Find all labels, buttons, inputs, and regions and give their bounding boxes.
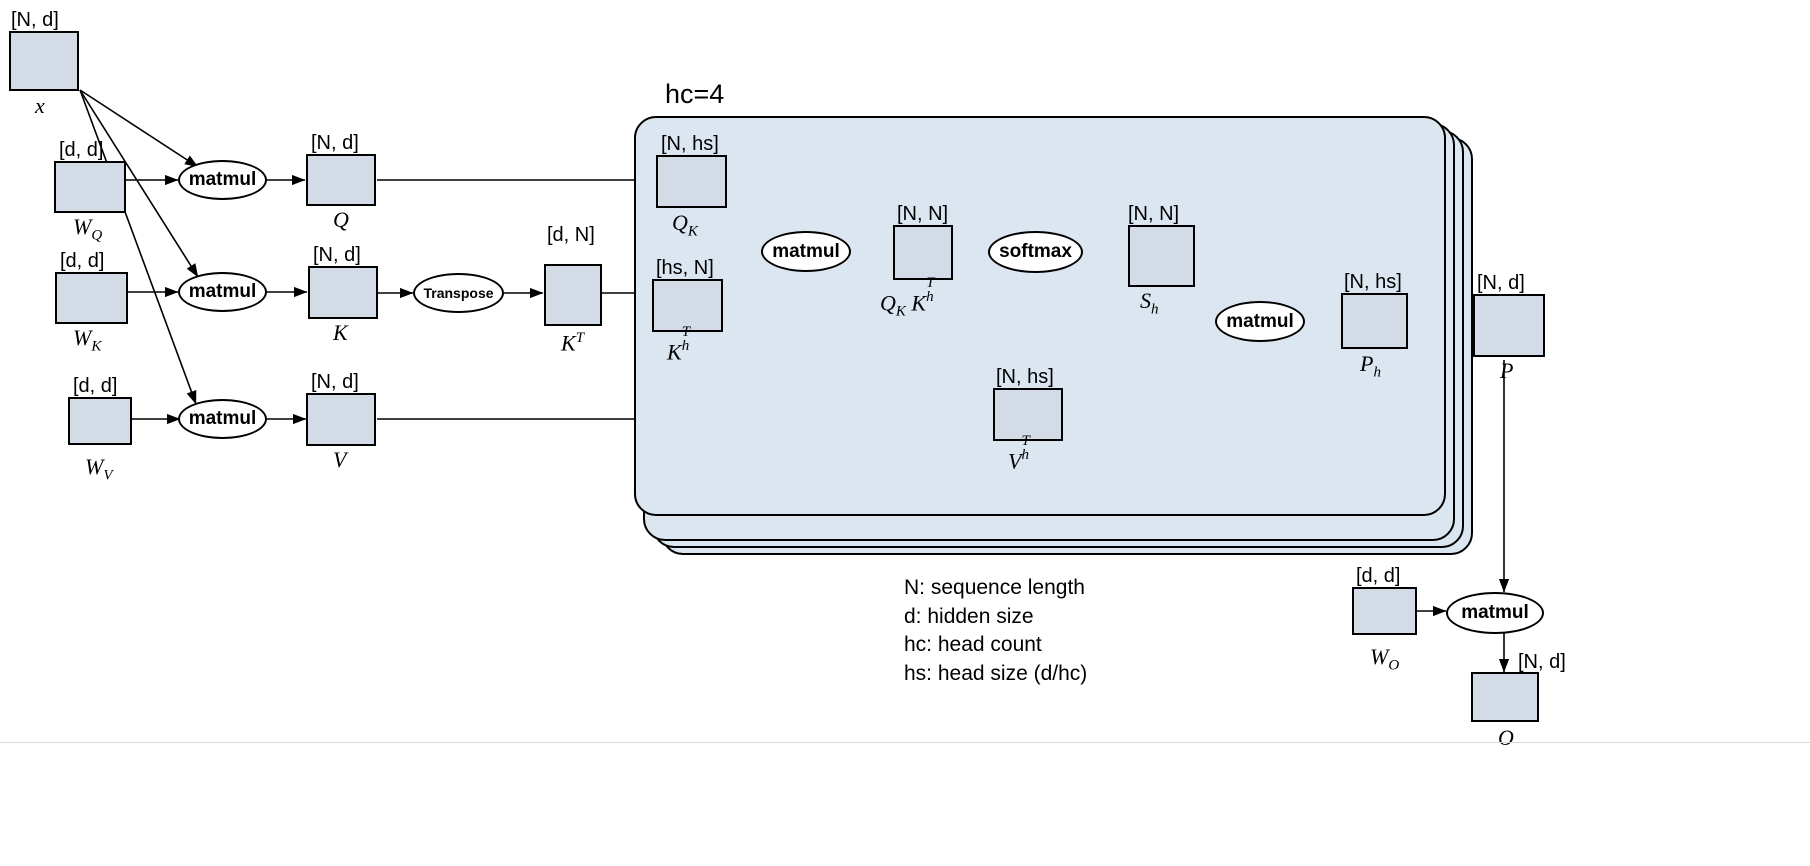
- tensor-qkkht: [893, 225, 953, 280]
- op-matmul-sv[interactable]: matmul: [1215, 301, 1305, 342]
- vht-shape-label: [N, hs]: [996, 366, 1054, 388]
- wv-shape-label: [d, d]: [73, 375, 118, 397]
- wo-name-label: WO: [1370, 644, 1400, 674]
- sh-shape-label: [N, N]: [1128, 203, 1180, 225]
- p-name-label: P: [1500, 358, 1514, 383]
- op-matmul-v[interactable]: matmul: [178, 399, 267, 439]
- op-matmul-q[interactable]: matmul: [178, 160, 267, 200]
- q-name-label: Q: [333, 207, 349, 232]
- legend-item-0: N: sequence length: [904, 576, 1085, 599]
- qkkht-shape-label: [N, N]: [897, 203, 949, 225]
- bottom-divider: [0, 742, 1810, 743]
- tensor-q: [306, 154, 376, 206]
- k-name-label: K: [333, 320, 348, 345]
- wq-name-label: WQ: [73, 214, 103, 244]
- legend-item-3: hs: head size (d/hc): [904, 661, 1088, 685]
- x-shape-label: [N, d]: [11, 9, 59, 31]
- head-box-front: [634, 116, 1446, 516]
- sh-name-label: Sh: [1140, 288, 1159, 318]
- tensor-sh: [1128, 225, 1195, 287]
- tensor-qk: [656, 155, 727, 208]
- v-shape-label: [N, d]: [311, 371, 359, 393]
- k-shape-label: [N, d]: [313, 244, 361, 266]
- o-shape-label: [N, d]: [1518, 651, 1566, 673]
- op-transpose[interactable]: Transpose: [413, 273, 504, 313]
- tensor-kht: [652, 279, 723, 332]
- tensor-o: [1471, 672, 1539, 722]
- wq-shape-label: [d, d]: [59, 139, 104, 161]
- wv-name-label: WV: [85, 454, 113, 484]
- op-matmul-k[interactable]: matmul: [178, 272, 267, 312]
- ph-shape-label: [N, hs]: [1344, 271, 1402, 293]
- op-softmax[interactable]: softmax: [988, 231, 1083, 273]
- v-name-label: V: [333, 447, 347, 472]
- tensor-k: [308, 266, 378, 319]
- tensor-x: [9, 31, 79, 91]
- o-name-label: O: [1498, 725, 1514, 750]
- tensor-v: [306, 393, 376, 446]
- op-matmul-out[interactable]: matmul: [1446, 592, 1544, 634]
- wo-shape-label: [d, d]: [1356, 565, 1401, 587]
- tensor-kt: [544, 264, 602, 326]
- legend-item-1: d: hidden size: [904, 604, 1034, 628]
- kt-name-label: KT: [561, 330, 585, 356]
- q-shape-label: [N, d]: [311, 132, 359, 154]
- legend-block: N: sequence length d: hidden size hc: he…: [904, 574, 1087, 688]
- qk-name-label: QK: [672, 210, 698, 240]
- tensor-p: [1473, 294, 1545, 357]
- legend-item-2: hc: head count: [904, 633, 1042, 656]
- tensor-ph: [1341, 293, 1408, 349]
- tensor-wq: [54, 161, 126, 213]
- tensor-wo: [1352, 587, 1417, 635]
- x-name-label: x: [35, 93, 45, 118]
- kt-shape-label: [d, N]: [547, 224, 595, 246]
- wk-shape-label: [d, d]: [60, 250, 105, 272]
- p-shape-label: [N, d]: [1477, 272, 1525, 294]
- kht-shape-label: [hs, N]: [656, 257, 714, 279]
- head-count-label: hc=4: [665, 79, 725, 109]
- op-matmul-qk[interactable]: matmul: [761, 231, 851, 272]
- tensor-wk: [55, 272, 128, 324]
- ph-name-label: Ph: [1360, 351, 1381, 381]
- tensor-wv: [68, 397, 132, 445]
- qk-shape-label: [N, hs]: [661, 133, 719, 155]
- wk-name-label: WK: [73, 325, 102, 355]
- tensor-vht: [993, 388, 1063, 441]
